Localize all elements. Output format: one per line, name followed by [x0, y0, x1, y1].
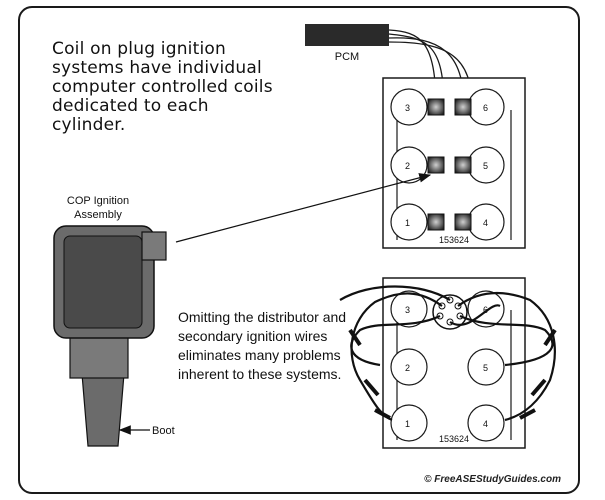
pcm-label: PCM: [335, 51, 359, 63]
cop-assembly-label-1: COP Ignition: [67, 195, 129, 207]
coil-neck: [69, 335, 129, 379]
cylinder-4-bottom: [467, 404, 505, 442]
cyl-label-4: 4: [483, 218, 488, 228]
cylinder-3-top: [390, 88, 428, 126]
engine-block-distributor: 3 6 2 5 1 4 153624: [339, 277, 557, 449]
boot-label: Boot: [152, 425, 175, 437]
engine-block-cop: 3 6 2 5 1 4 153624: [382, 77, 526, 249]
cyl-label-5b: 5: [483, 363, 488, 373]
cyl-label-5: 5: [483, 161, 488, 171]
wire-boots: [348, 328, 557, 420]
cop-ignition-assembly: COP Ignition Assembly Boot: [53, 195, 175, 447]
cylinder-2-top: [390, 146, 428, 184]
coil-cyl-1: [427, 213, 445, 231]
pointer-arrow: [175, 173, 432, 243]
cylinder-3-bottom: [390, 290, 428, 328]
coil-cyl-5: [454, 156, 472, 174]
cyl-label-2: 2: [405, 161, 410, 171]
coil-face: [63, 235, 143, 329]
cylinder-1-bottom: [390, 404, 428, 442]
cyl-label-1b: 1: [405, 419, 410, 429]
coil-boot: [81, 373, 125, 447]
cyl-label-2b: 2: [405, 363, 410, 373]
coil-cyl-2: [427, 156, 445, 174]
cylinder-5-bottom: [467, 348, 505, 386]
coil-cyl-6: [454, 98, 472, 116]
cyl-label-3b: 3: [405, 305, 410, 315]
coil-cyl-4: [454, 213, 472, 231]
coil-connector: [141, 231, 167, 261]
firing-order-bottom: 153624: [439, 434, 469, 444]
cyl-label-3: 3: [405, 103, 410, 113]
cylinder-1-top: [390, 203, 428, 241]
cyl-label-6b: 6: [483, 305, 488, 315]
cylinder-2-bottom: [390, 348, 428, 386]
caption-distributor-description: Omitting the distributor and secondary i…: [178, 309, 347, 382]
cop-assembly-label-2: Assembly: [74, 209, 122, 221]
footer-credit: © FreeASEStudyGuides.com: [424, 474, 561, 485]
cyl-label-1: 1: [405, 218, 410, 228]
cyl-label-6: 6: [483, 103, 488, 113]
coil-cyl-3: [427, 98, 445, 116]
firing-order-top: 153624: [439, 235, 469, 245]
caption-cop-description: Coil on plug ignition systems have indiv…: [52, 39, 273, 135]
cyl-label-4b: 4: [483, 419, 488, 429]
pcm-box: [305, 24, 389, 46]
